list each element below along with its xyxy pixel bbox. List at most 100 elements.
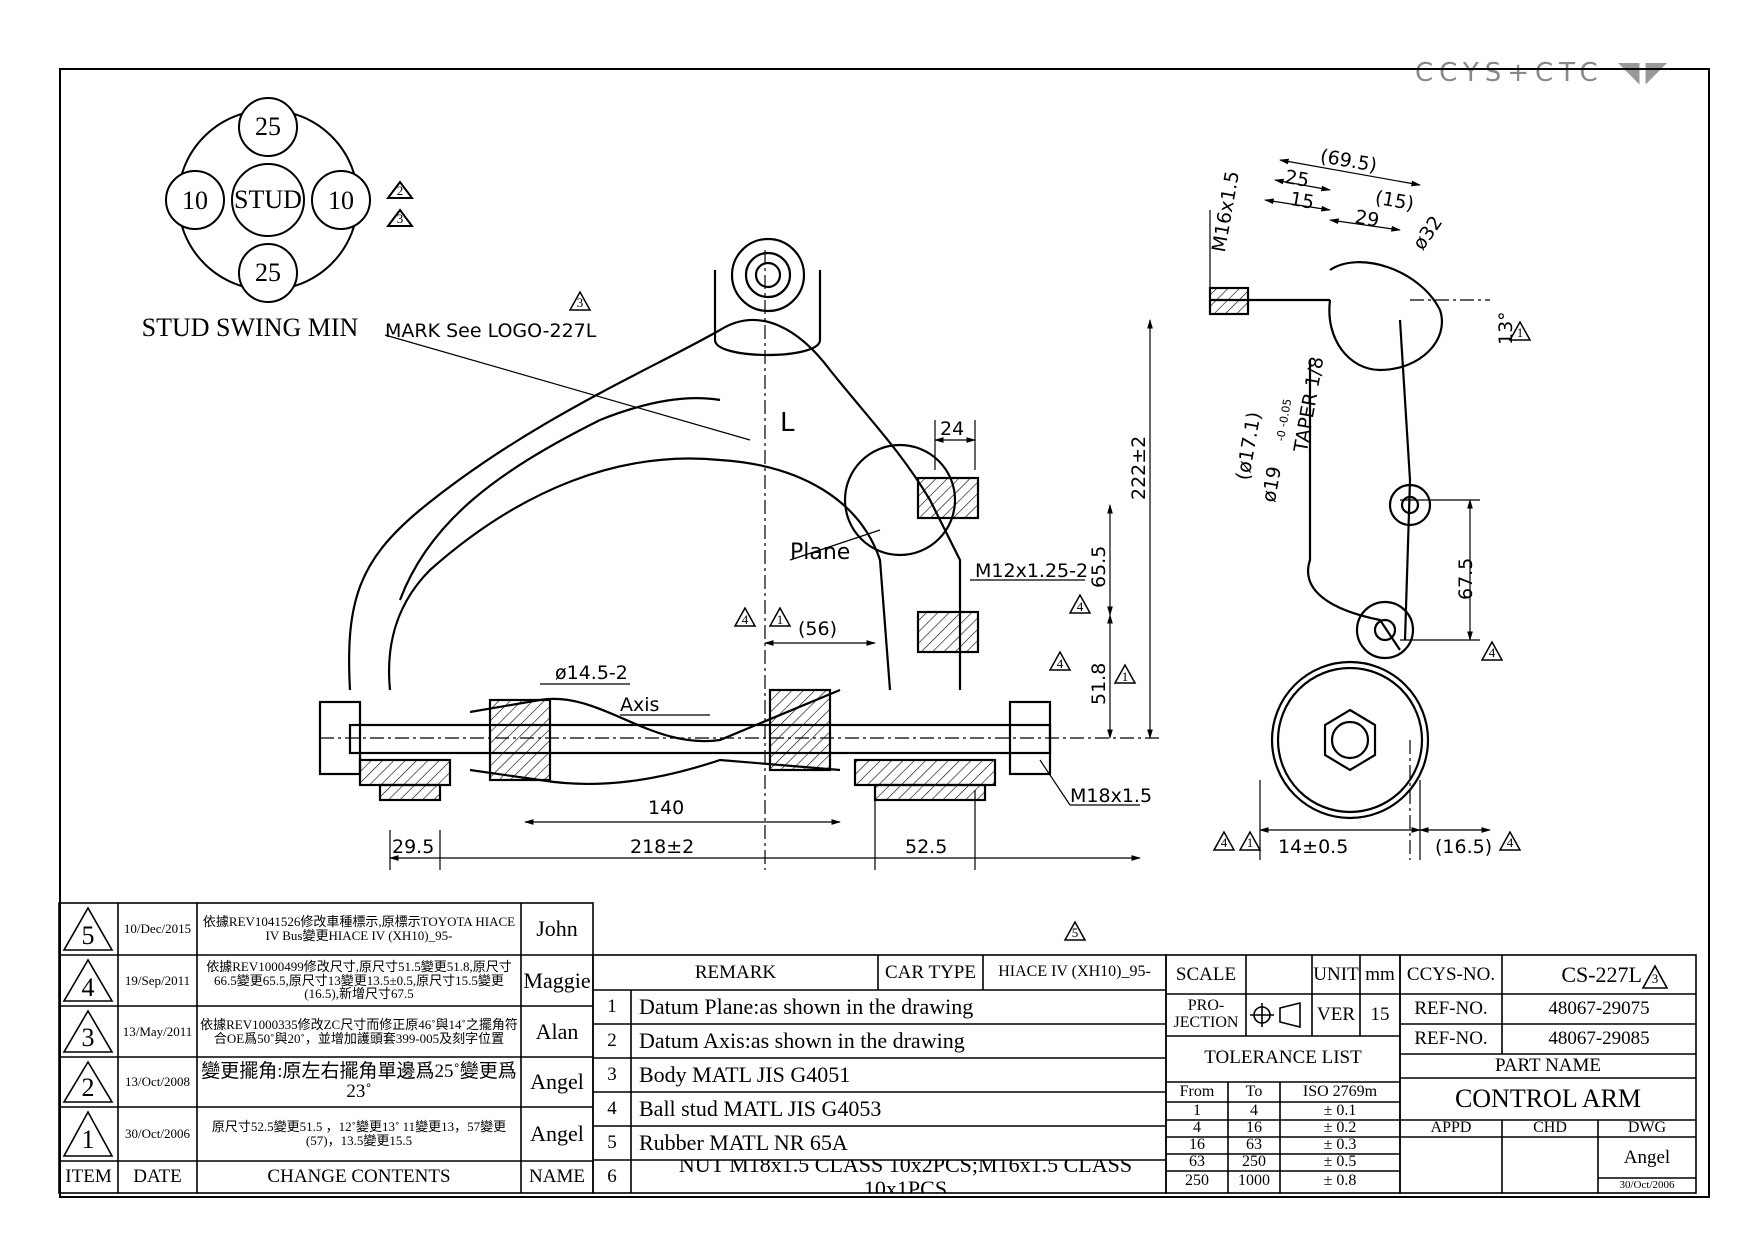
rev-name-5: John — [536, 916, 578, 942]
tol-value: ± 0.5 — [1323, 1154, 1357, 1171]
car-type-label: CAR TYPE — [885, 961, 976, 983]
tol-to: 4 — [1250, 1102, 1258, 1119]
ccys-rev-mark: 3 — [1651, 972, 1659, 986]
rev-contents-4: 依據REV1000499修改尺寸,原尺寸51.5變更51.8,原尺寸66.5變更… — [206, 959, 512, 1002]
dim-29-5: 29.5 — [392, 836, 435, 858]
remark-num-2: 2 — [607, 1030, 617, 1052]
dim-16-5: (16.5) — [1435, 836, 1493, 858]
rev-name-1: Angel — [530, 1121, 584, 1147]
tol-head-from: From — [1179, 1082, 1215, 1100]
swing-top-value: 25 — [255, 112, 281, 142]
rev-item-2: 2 — [81, 1073, 95, 1103]
tol-value: ± 0.3 — [1323, 1137, 1357, 1154]
rev-item-4: 4 — [81, 973, 95, 1003]
tol-from: 63 — [1189, 1154, 1205, 1171]
rev-mark-d56a: 4 — [741, 613, 749, 627]
remark-text-5: Rubber MATL NR 65A — [639, 1130, 848, 1156]
ver-value: 15 — [1370, 1004, 1390, 1026]
rev-item-1: 1 — [81, 1125, 95, 1155]
tol-to: 63 — [1246, 1137, 1262, 1154]
ver-label: VER — [1317, 1004, 1355, 1026]
car-type-value: HIACE IV (XH10)_95- — [998, 963, 1151, 981]
ref-label-2: REF-NO. — [1414, 1028, 1488, 1050]
dim-phi-14-5: ø14.5-2 — [555, 662, 628, 684]
remark-text-2: Datum Axis:as shown in the drawing — [639, 1028, 965, 1054]
remark-top-rev-mark: 5 — [1071, 926, 1079, 940]
remark-text-4: Ball stud MATL JIS G4053 — [639, 1096, 882, 1122]
swing-center-label: STUD — [234, 185, 302, 215]
remark-num-6: 6 — [607, 1165, 617, 1187]
remark-num-5: 5 — [607, 1132, 617, 1154]
rev-date-2: 13/Oct/2008 — [125, 1074, 190, 1090]
remark-text-1: Datum Plane:as shown in the drawing — [639, 994, 974, 1020]
rev-mark-d675: 4 — [1488, 646, 1496, 660]
rev-header-item: ITEM — [65, 1166, 112, 1188]
logo-mark-icon: ◥◤ — [1617, 55, 1674, 88]
dwg-name: Angel — [1623, 1147, 1671, 1169]
rev-mark-d518a: 4 — [1056, 657, 1064, 671]
swing-right-value: 10 — [328, 186, 354, 216]
part-name-label: PART NAME — [1494, 1055, 1602, 1077]
rev-name-3: Alan — [535, 1018, 579, 1044]
dim-218: 218±2 — [630, 836, 695, 858]
rev-contents-5: 依據REV1041526修改車種標示,原標示TOYOTA HIACE IV Bu… — [202, 914, 516, 943]
ccys-label: CCYS-NO. — [1406, 963, 1496, 985]
dim-140: 140 — [648, 797, 685, 819]
swing-title: STUD SWING MIN — [141, 313, 359, 343]
dwg-date: 30/Oct/2006 — [1619, 1178, 1675, 1191]
rev-header-date: DATE — [133, 1166, 182, 1188]
rev-name-2: Angel — [530, 1069, 584, 1095]
rev-mark-d14a: 4 — [1220, 836, 1228, 850]
remark-text-3: Body MATL JIS G4051 — [639, 1062, 851, 1088]
control-arm-side-view — [1208, 261, 1443, 820]
swing-rev-mark-3: 3 — [396, 212, 404, 226]
tol-to: 250 — [1242, 1154, 1266, 1171]
l-mark-label: L — [780, 408, 795, 438]
tol-from: 250 — [1185, 1171, 1209, 1189]
dim-67-5: 67.5 — [1455, 557, 1477, 600]
rev-contents-2: 變更擺角:原左右擺角單邊爲25˚變更爲23˚ — [201, 1061, 517, 1102]
rev-date-4: 19/Sep/2011 — [124, 972, 191, 988]
dim-56: (56) — [798, 618, 838, 640]
remark-num-4: 4 — [607, 1098, 617, 1120]
swing-rev-mark-2: 2 — [396, 184, 404, 198]
logo-text: CCYS+CTC — [1415, 58, 1604, 88]
rev-header-contents: CHANGE CONTENTS — [267, 1166, 451, 1188]
remark-num-3: 3 — [607, 1064, 617, 1086]
rev-mark-d56b: 1 — [776, 613, 784, 627]
ref-label-1: REF-NO. — [1414, 998, 1488, 1020]
rev-item-5: 5 — [81, 921, 95, 951]
projection-label: PRO- JECTION — [1173, 997, 1239, 1031]
ref-number-1: 48067-29075 — [1548, 998, 1650, 1020]
part-name: CONTROL ARM — [1454, 1084, 1642, 1114]
tol-from: 16 — [1189, 1137, 1205, 1154]
rev-mark-d14b: 1 — [1246, 836, 1254, 850]
remark-num-1: 1 — [607, 996, 617, 1018]
chd-label: CHD — [1533, 1120, 1567, 1137]
mark-rev-mark: 3 — [576, 296, 584, 310]
dim-51-8: 51.8 — [1088, 662, 1110, 705]
rev-contents-1: 原尺寸52.5變更51.5 ，12˚變更13˚ 11變更13，57變更(57)，… — [211, 1119, 507, 1148]
rev-item-3: 3 — [81, 1023, 95, 1053]
drawing-frame — [59, 68, 1710, 1198]
tol-to: 16 — [1246, 1120, 1262, 1137]
unit-label: UNIT — [1313, 963, 1359, 985]
rev-name-4: Maggie — [523, 967, 591, 993]
dim-222: 222±2 — [1128, 435, 1150, 500]
swing-left-value: 10 — [182, 186, 208, 216]
dim-52-5: 52.5 — [905, 836, 948, 858]
dim-m12: M12x1.25-2 — [975, 560, 1089, 582]
dim-65-5: 65.5 — [1088, 545, 1110, 588]
stud-swing-diagram — [165, 97, 414, 303]
dim-29: 29 — [1353, 206, 1381, 232]
tol-value: ± 0.8 — [1323, 1171, 1357, 1189]
title-block-grid — [58, 902, 1697, 1194]
tol-value: ± 0.1 — [1323, 1102, 1357, 1119]
tol-value: ± 0.2 — [1323, 1120, 1357, 1137]
axis-label: Axis — [620, 694, 660, 716]
rev-date-5: 10/Dec/2015 — [123, 921, 192, 937]
revision-triangles — [568, 290, 1532, 941]
swing-bottom-value: 25 — [255, 258, 281, 288]
ccys-number: CS-227L — [1561, 961, 1642, 987]
dim-15: 15 — [1288, 188, 1316, 214]
